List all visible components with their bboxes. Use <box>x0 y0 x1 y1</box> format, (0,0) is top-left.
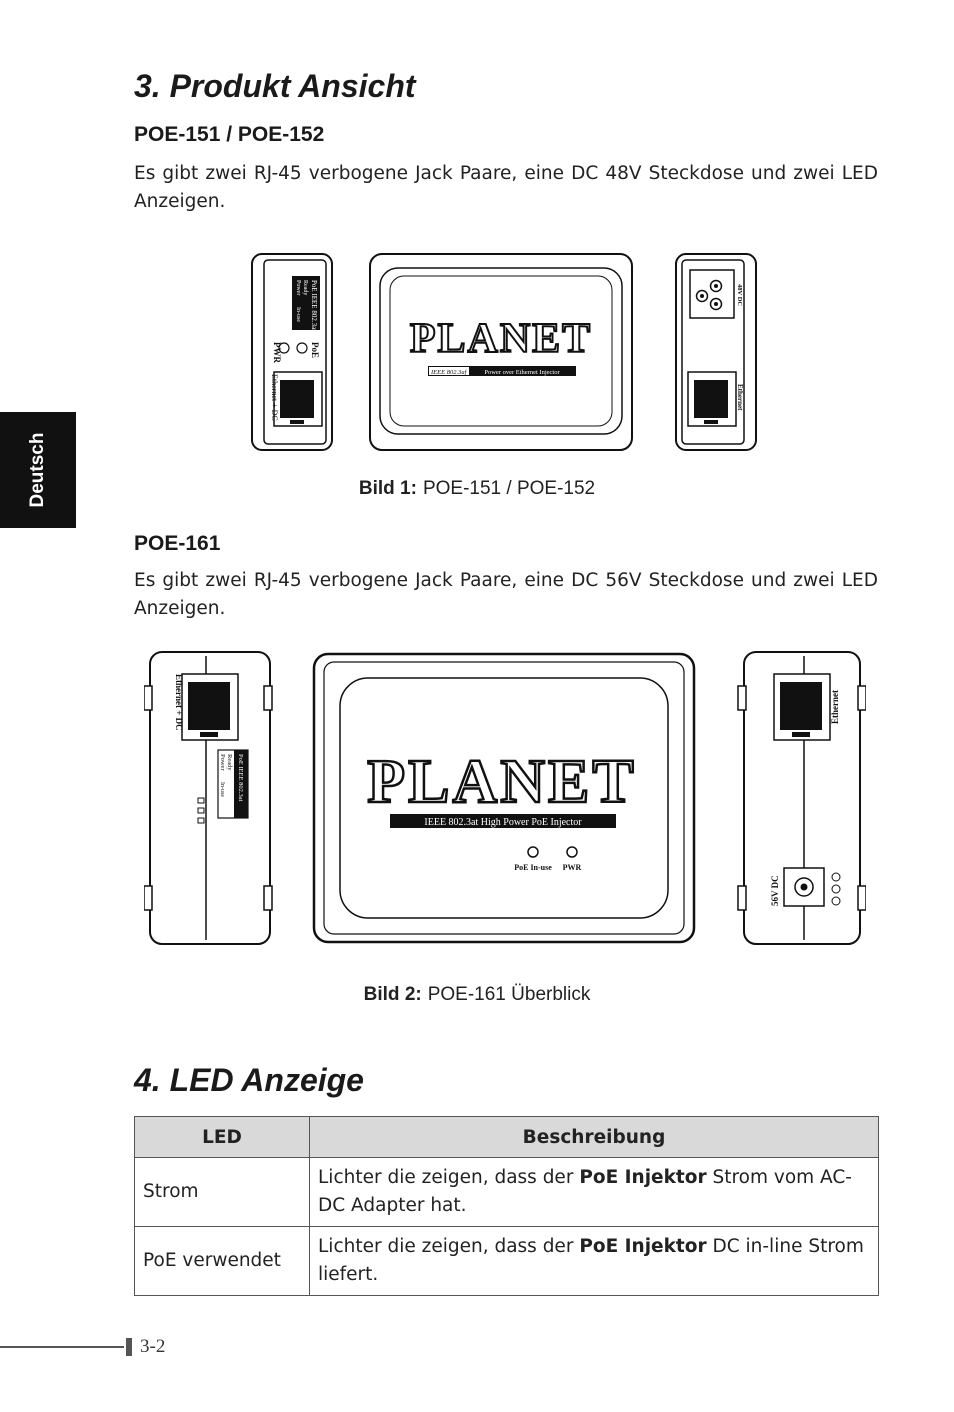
figure-2-caption-label: Bild 2: <box>363 984 422 1005</box>
fig2-right-dc-label: 56V DC <box>770 875 780 906</box>
figure-1-caption-text: POE-151 / POE-152 <box>422 478 596 499</box>
figure-2-caption-text: POE-161 Überblick <box>427 984 591 1005</box>
table-row: Strom Lichter die zeigen, dass der PoE I… <box>134 1157 879 1227</box>
fig1-product-name: Power over Ethernet Injector <box>484 369 560 376</box>
poe-151-side-view-left: PoE IEEE 802.3af Ready Power In-use PoE … <box>251 253 333 451</box>
led-name-cell: Strom <box>134 1157 310 1227</box>
table-row: PoE verwendet Lichter die zeigen, dass d… <box>134 1226 879 1296</box>
fig2-left-led-title: PoE IEEE 802.3at <box>237 754 244 802</box>
fig1-right-dc-label: 48V DC <box>736 284 743 306</box>
fig2-right-port-label: Ethernet <box>830 690 840 724</box>
fig2-brand-logo: PLANET <box>367 748 636 816</box>
poe-161-front-view: PLANET IEEE 802.3at High Power PoE Injec… <box>312 652 696 944</box>
poe-161-description: Es gibt zwei RJ-45 verbogene Jack Paare,… <box>134 570 878 619</box>
footer-rule <box>0 1346 124 1348</box>
fig2-left-led-ready: Ready <box>226 754 233 771</box>
section-3-title: 3. Produkt Ansicht <box>134 68 416 104</box>
led-description-bold: PoE Injektor <box>579 1236 707 1257</box>
fig1-left-led-title: PoE IEEE 802.3af <box>310 280 318 332</box>
led-name-cell: PoE verwendet <box>134 1226 310 1296</box>
fig1-left-port-label: Ethernet + DC <box>270 374 279 421</box>
led-description-bold: PoE Injektor <box>579 1167 707 1188</box>
fig1-right-port-label: Ethernet <box>736 384 744 411</box>
led-description-text: DC in-line Strom liefert. <box>318 1236 864 1285</box>
poe-151-152-description: Es gibt zwei RJ-45 verbogene Jack Paare,… <box>134 163 878 212</box>
figure-2-caption: Bild 2:POE-161 Überblick <box>0 984 954 1006</box>
fig2-product-name: IEEE 802.3at High Power PoE Injector <box>424 817 582 828</box>
section-4-title: 4. LED Anzeige <box>134 1062 364 1098</box>
led-table-header-row: LED Beschreibung <box>134 1116 879 1158</box>
fig1-left-pwr-label: PWR <box>272 342 282 363</box>
fig2-left-led-inuse: In-use <box>219 782 225 797</box>
fig1-std-tag: IEEE 802.3af <box>430 369 468 376</box>
fig2-led-poe-inuse-label: PoE In-use <box>514 863 552 872</box>
fig2-led-pwr-label: PWR <box>563 863 582 872</box>
fig1-left-led-power: Power <box>295 280 301 295</box>
led-description-text: Strom vom AC-DC Adapter hat. <box>318 1167 852 1216</box>
fig2-left-led-power: Power <box>219 754 226 771</box>
figure-1-diagram: PoE IEEE 802.3af Ready Power In-use PoE … <box>251 253 757 451</box>
led-description-text: Lichter die zeigen, dass der <box>318 1236 580 1257</box>
fig1-left-led-ready: Ready <box>302 280 308 295</box>
poe-161-heading: POE-161 <box>134 532 221 555</box>
fig1-left-poe-label: PoE <box>310 342 320 358</box>
led-description-text: Lichter die zeigen, dass der <box>318 1167 580 1188</box>
footer-marker <box>126 1338 132 1356</box>
fig1-left-led-inuse: In-use <box>295 307 301 322</box>
poe-151-152-heading: POE-151 / POE-152 <box>134 123 325 146</box>
figure-2-diagram: Ethernet + DC PoE IEEE 802.3at Ready Pow… <box>144 651 866 945</box>
poe-151-front-view: PLANET IEEE 802.3af Power over Ethernet … <box>369 253 633 451</box>
led-table-header-led: LED <box>134 1116 310 1158</box>
fig2-left-port-label: Ethernet + DC <box>174 674 184 731</box>
language-tab: Deutsch <box>0 412 76 528</box>
fig1-brand-logo: PLANET <box>410 316 592 362</box>
led-description-cell: Lichter die zeigen, dass der PoE Injekto… <box>309 1157 879 1227</box>
poe-161-side-view-left: Ethernet + DC PoE IEEE 802.3at Ready Pow… <box>144 651 273 945</box>
figure-1-caption-label: Bild 1: <box>358 478 417 499</box>
figure-1-caption: Bild 1:POE-151 / POE-152 <box>0 478 954 500</box>
led-table-header-description: Beschreibung <box>309 1116 879 1158</box>
poe-151-side-view-right: 48V DC Ethernet <box>675 253 757 451</box>
page-number: 3-2 <box>140 1336 166 1357</box>
led-description-cell: Lichter die zeigen, dass der PoE Injekto… <box>309 1226 879 1296</box>
led-table: LED Beschreibung Strom Lichter die zeige… <box>134 1116 879 1296</box>
poe-161-side-view-right: Ethernet 56V DC <box>737 651 866 945</box>
